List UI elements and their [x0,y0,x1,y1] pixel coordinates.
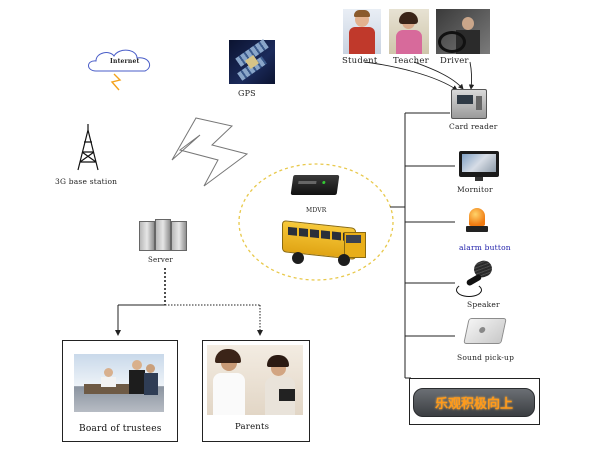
board-of-trustees-label: Board of trustees [79,424,162,434]
card-reader-label: Card reader [449,122,498,131]
base-station-label: 3G base station [55,177,118,186]
driver-photo [436,9,490,54]
teacher-arrow [413,61,464,90]
monitor-icon [459,151,499,181]
internet-cloud-icon [88,49,151,91]
wireless-lightning-bolt [171,117,249,187]
gps-satellite-icon [229,39,275,84]
mdvr-label: MDVR [306,207,327,214]
server-label: Server [148,256,173,264]
gps-label: GPS [238,89,256,98]
board-meeting-photo [74,354,164,412]
school-bus-icon [282,216,368,266]
mdvr-device-icon [290,175,340,195]
server-icon [139,219,193,251]
speaker-label: Speaker [467,300,500,309]
internet-label: Internet [110,58,140,65]
led-display-text: 乐观积极向上 [434,397,513,412]
driver-arrow [468,61,475,90]
driver-label: Driver [440,56,469,66]
parents-photo [207,345,303,415]
student-label: Student [342,56,378,66]
parents-label: Parents [235,422,270,432]
mdvr-zone-ellipse [238,163,394,281]
teacher-photo [389,9,429,54]
speaker-icon [456,258,498,297]
sound-pickup-label: Sound pick-up [457,353,515,362]
sound-pickup-icon [463,318,507,344]
led-display: 乐观积极向上 [413,388,535,417]
alarm-light-icon [465,208,489,234]
base-station-tower-icon [77,124,99,171]
monitor-label: Mornitor [457,185,493,194]
alarm-button-label: alarm button [459,243,511,252]
student-arrow [364,61,458,91]
student-photo [343,9,381,54]
teacher-label: Teacher [393,56,429,66]
card-reader-icon [451,89,487,119]
